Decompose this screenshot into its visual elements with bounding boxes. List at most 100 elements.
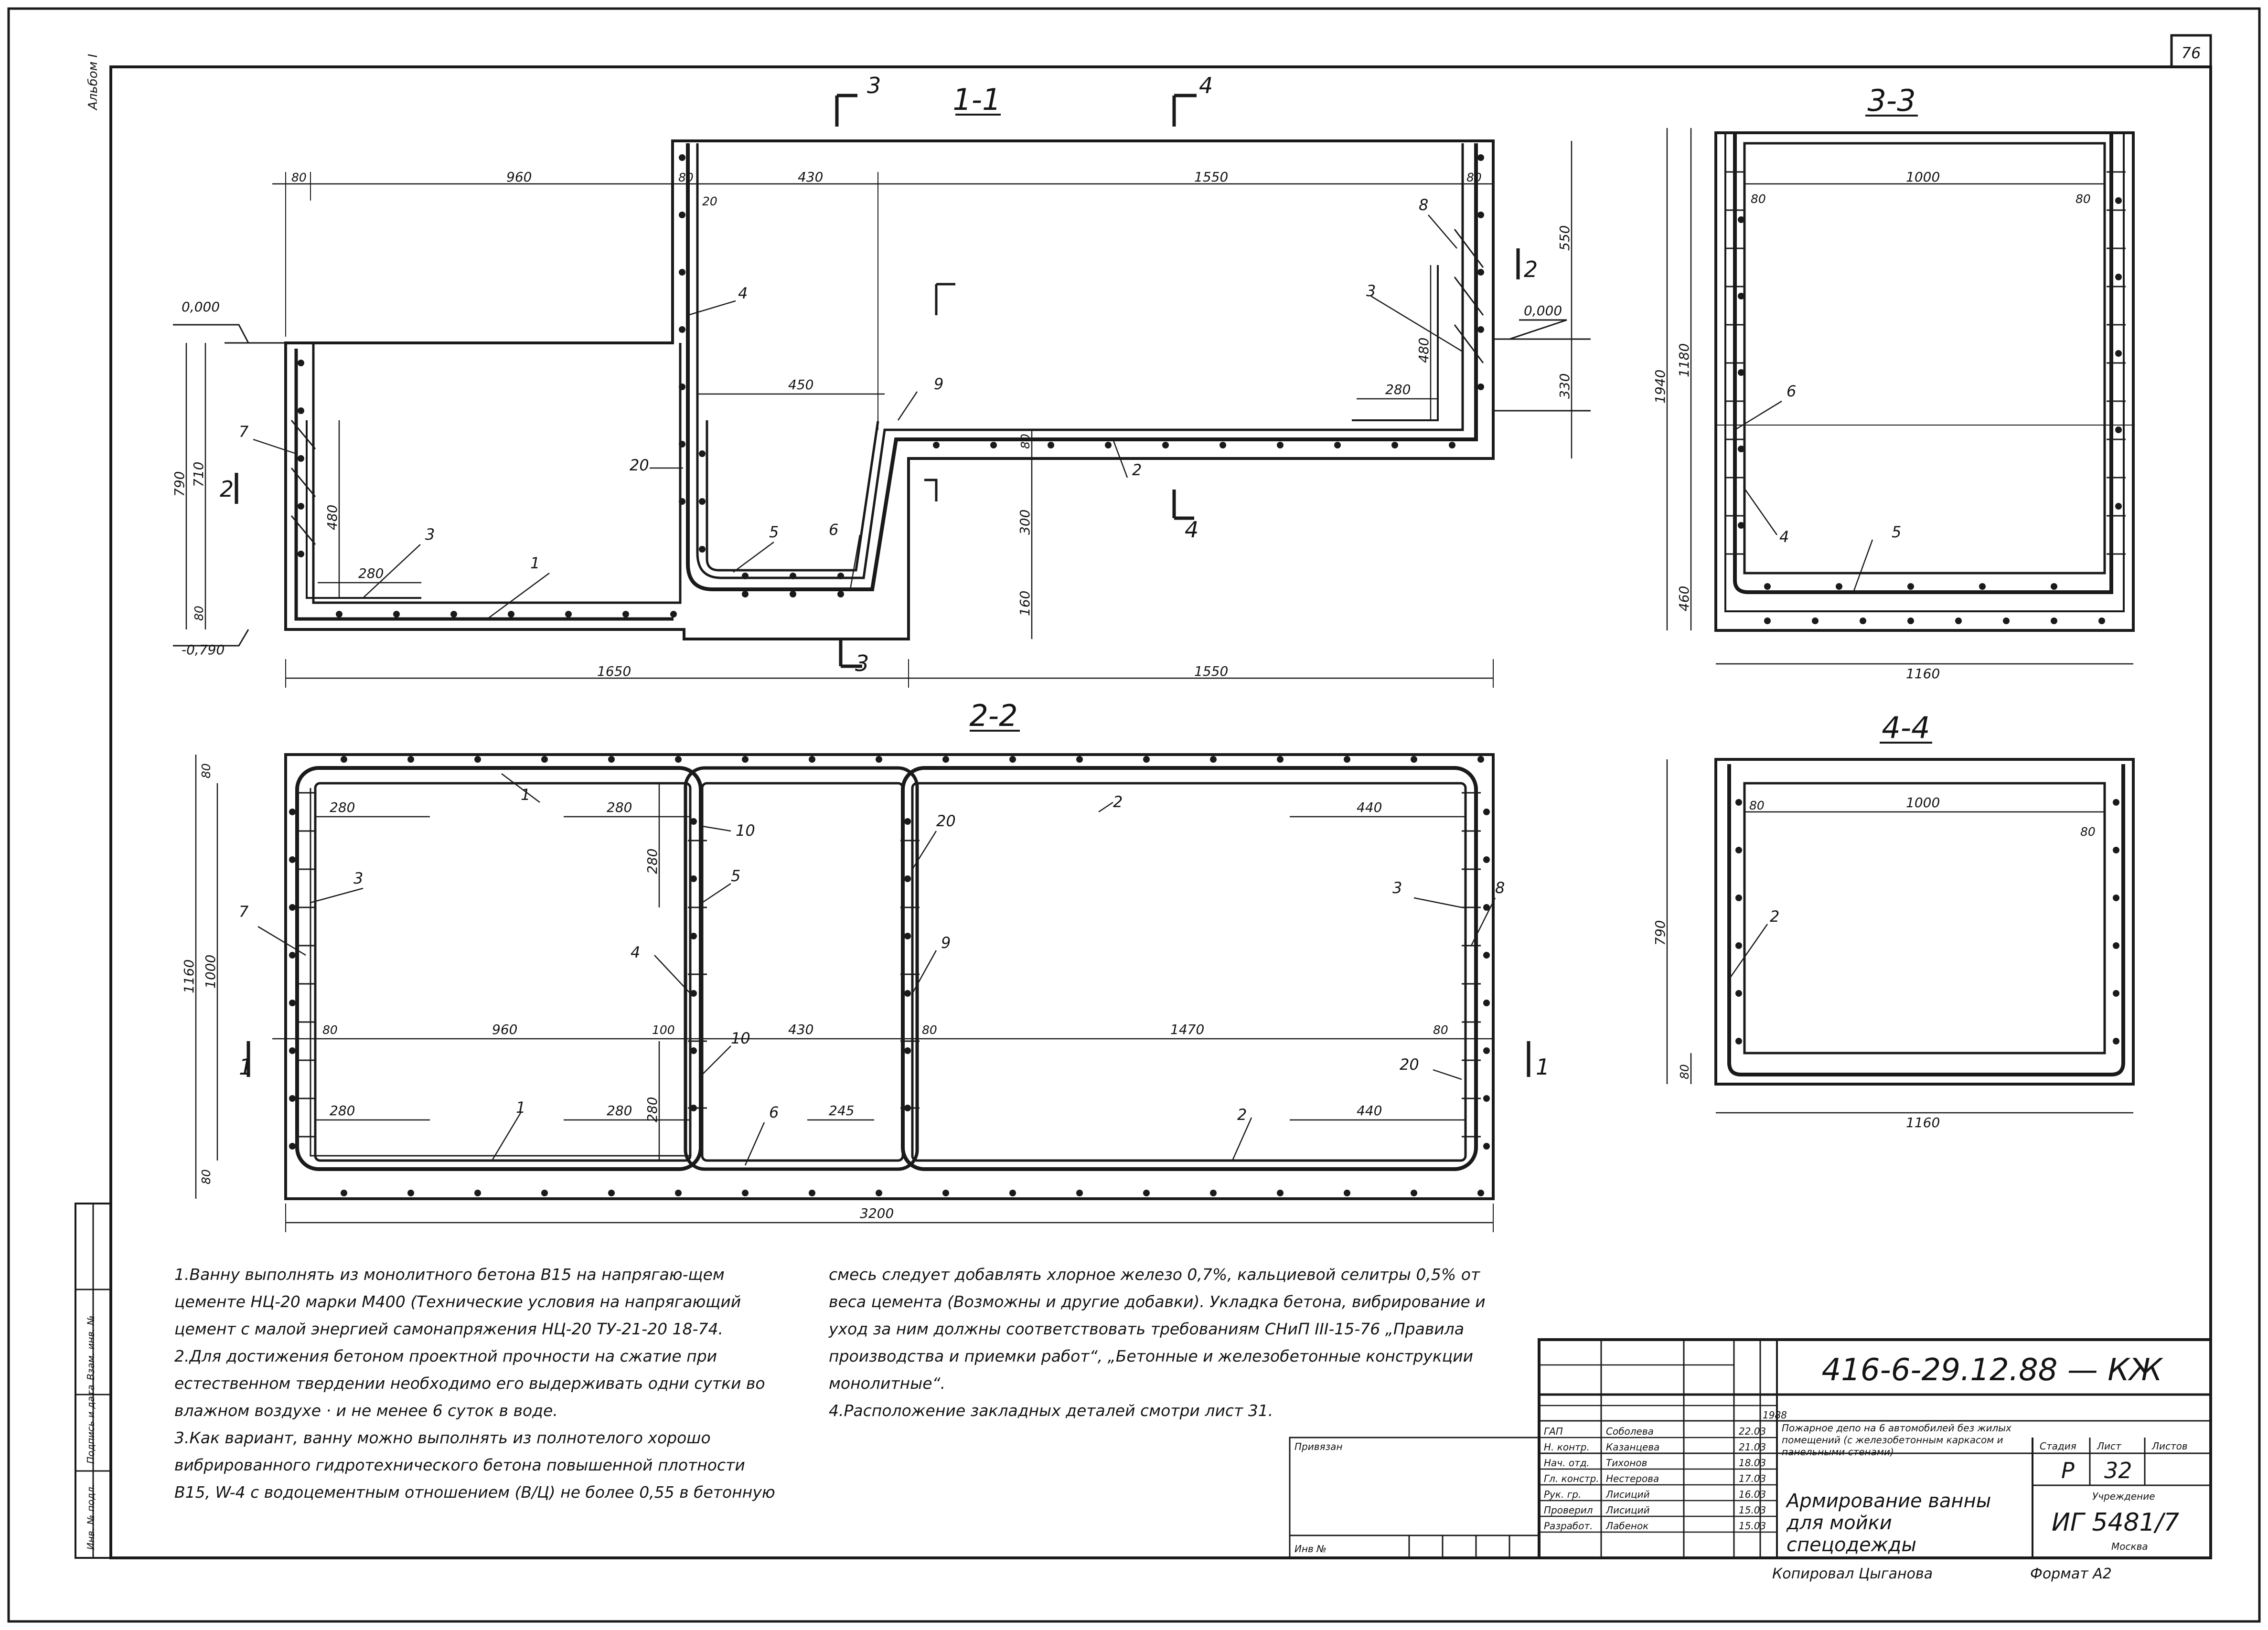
tb-name-5: Лисиций [1605,1504,1650,1516]
dim-2-2-1000: 1000 [203,955,218,989]
cut-mark-1-right: 1 [1536,1054,1550,1080]
notes-column-1: 1.Ванну выполнять из монолитного бетона … [174,1261,781,1506]
dim-3-3-1940: 1940 [1652,370,1668,404]
dim-3-3-80a: 80 [1751,192,1766,206]
dim-1-1-160: 160 [1017,591,1033,616]
tb-name-2: Тихонов [1606,1457,1647,1469]
dim-4-4-80a: 80 [1749,799,1765,812]
callout-2-2-10a: 10 [736,821,755,840]
level-bottom: -0,790 [182,642,225,658]
view-1-1-labels: 1-1 3 4 3 4 2 2 80 960 80 430 1550 80 20… [171,73,1573,679]
cut-mark-2-left: 2 [220,476,234,502]
tb-role-6: Разработ. [1544,1520,1593,1532]
dim-1-1-710: 710 [191,462,206,487]
view-1-1-rebar-dots [298,154,1484,618]
tb-project-desc: Пожарное депо на 6 автомобилей без жилых… [1782,1422,2011,1458]
callout-2-2-5: 5 [731,867,740,885]
title-block-text: 416-6-29.12.88 — КЖ 1988 Привязан Инв № … [1294,1353,2188,1582]
dim-3-3-80b: 80 [2075,192,2091,206]
album-label: Альбом I [86,53,100,110]
tb-date-1: 21.03 [1739,1441,1766,1453]
callout-2-2-6: 6 [769,1103,779,1121]
dim-2-2-280f: 280 [644,1097,660,1122]
note-1: 1.Ванну выполнять из монолитного бетона … [174,1265,741,1338]
dim-2-2-100: 100 [652,1023,675,1037]
callout-8: 8 [1419,196,1428,214]
dim-1-1-80e: 80 [1018,434,1032,449]
callout-5: 5 [769,523,779,541]
tb-role-1: Н. контр. [1544,1441,1590,1453]
dim-2-2-280a: 280 [330,799,355,815]
callout-3-3-4: 4 [1779,528,1789,546]
dim-2-2-1160: 1160 [181,959,197,993]
dim-1-1-300: 300 [1017,510,1033,535]
tb-city: Москва [2111,1541,2148,1552]
view-2-2-labels: 2-2 1 1 280 280 280 280 440 440 245 960 … [181,698,1550,1221]
callout-3: 3 [425,525,435,543]
callout-2: 2 [1132,461,1142,479]
dim-4-4-790: 790 [1652,920,1668,946]
callout-2-2-1a: 1 [521,786,530,804]
tb-date-2: 18.03 [1739,1457,1766,1469]
callout-3-3-6: 6 [1787,382,1796,400]
dim-1-1-280a: 280 [1385,382,1411,397]
outer-frame [7,7,2261,1623]
view-2-2-rebar-dots [289,756,1490,1196]
callout-2-2-2a: 2 [1113,793,1123,811]
dim-2-2-245: 245 [829,1103,854,1119]
side-label-inv: Инв. № подл. [85,1484,96,1550]
tb-name-4: Лисиций [1605,1489,1650,1500]
callout-2-2-8: 8 [1495,879,1505,897]
tb-name-0: Соболева [1606,1426,1654,1437]
dim-1-1-480a: 480 [324,505,340,530]
callout-2-2-9: 9 [941,934,951,952]
tb-name-1: Казанцева [1606,1441,1659,1453]
dim-1-1-280b: 280 [358,565,384,581]
tb-inv-label: Инв № [1294,1543,1327,1555]
callout-6: 6 [829,521,838,539]
dim-1-1-430: 430 [798,169,823,185]
view-3-3 [1666,128,2135,665]
drawing-code: 416-6-29.12.88 — КЖ [1821,1353,2163,1388]
dim-3-3-1180: 1180 [1676,343,1692,377]
dim-2-2-3200: 3200 [860,1205,894,1221]
tb-org: ИГ 5481/7 [2052,1508,2179,1537]
level-zero-right: 0,000 [1524,303,1562,319]
dim-2-2-80d: 80 [199,763,213,778]
note-3: 3.Как вариант, ванну можно выполнять из … [174,1428,775,1502]
dim-3-3-460: 460 [1676,586,1692,611]
view-3-3-labels: 3-3 1000 80 80 1160 1940 1180 460 6 4 5 [1652,83,2091,682]
view-1-1 [173,94,1591,688]
page-number: 76 [2182,44,2201,62]
notes-column-2: смесь следует добавлять хлорное железо 0… [829,1261,1512,1424]
dim-2-2-80b: 80 [922,1023,937,1037]
tb-role-0: ГАП [1544,1426,1563,1437]
tb-year: 1988 [1763,1409,1787,1421]
note-4: 4.Расположение закладных деталей смотри … [829,1401,1273,1420]
cut-mark-4-bottom: 4 [1185,517,1198,543]
tb-date-0: 22.03 [1739,1426,1766,1437]
dim-2-2-80c: 80 [1433,1023,1448,1037]
dim-1-1-450: 450 [788,377,813,393]
dim-4-4-80b: 80 [2080,825,2096,839]
view-3-3-rebar-dots [1738,197,2122,624]
callout-9: 9 [934,375,943,393]
tb-name-6: Лабенок [1605,1520,1648,1532]
callout-2-2-3a: 3 [353,869,363,887]
cut-mark-2-right: 2 [1524,256,1538,282]
callout-2-2-1b: 1 [516,1098,525,1117]
tb-sheet-no: 32 [2104,1458,2132,1483]
callout-20: 20 [630,456,649,474]
note-2: 2.Для достижения бетоном проектной прочн… [174,1347,765,1420]
dim-2-2-960: 960 [492,1022,517,1037]
dim-2-2-440b: 440 [1357,1103,1382,1119]
dim-1-1-550: 550 [1557,225,1573,251]
tb-date-6: 15.03 [1739,1520,1766,1532]
tb-date-3: 17.03 [1739,1473,1766,1484]
callout-2-2-7: 7 [239,903,249,921]
callout-1: 1 [530,554,540,572]
view-title-1-1: 1-1 [952,82,1001,117]
dim-2-2-280c: 280 [330,1103,355,1119]
dim-3-3-1160: 1160 [1906,666,1940,682]
